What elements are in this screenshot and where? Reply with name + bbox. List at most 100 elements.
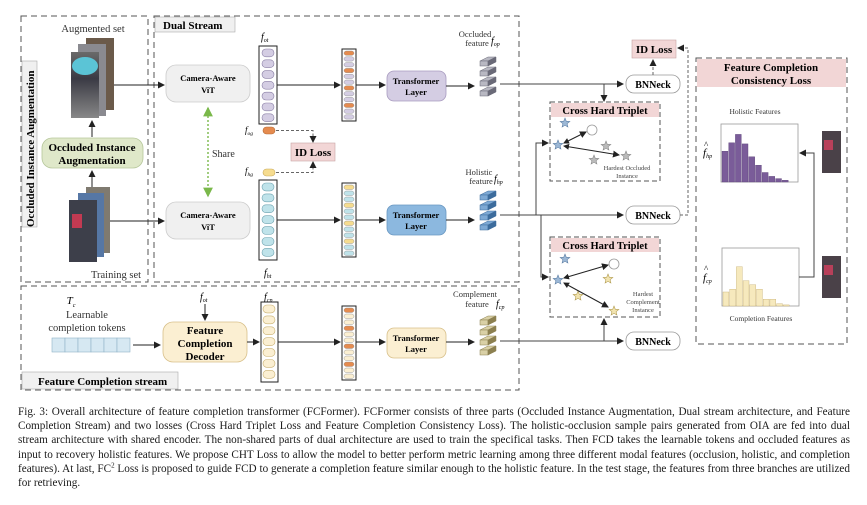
tc-label: Tc bbox=[67, 295, 76, 309]
feature-slab-front bbox=[479, 224, 489, 231]
feature-slab-front bbox=[479, 90, 489, 97]
cht-top-title: Cross Hard Triplet bbox=[562, 106, 648, 117]
fcd-line3: Decoder bbox=[185, 351, 224, 363]
vit-bottom-box bbox=[165, 201, 251, 240]
arrow-fhp-to-cht-top bbox=[535, 139, 549, 215]
token bbox=[343, 97, 355, 102]
token bbox=[261, 48, 275, 58]
bnneck-top-label: BNNeck bbox=[635, 80, 671, 91]
tokens-label-line1: Learnable bbox=[66, 310, 108, 321]
feature-slab-front bbox=[479, 70, 489, 77]
fc-stream-label-bg bbox=[21, 371, 179, 390]
share-label: Share bbox=[212, 149, 235, 160]
feature-slab-front bbox=[479, 204, 489, 211]
histogram-bar bbox=[736, 266, 743, 307]
completion-person-image bbox=[822, 256, 841, 298]
token bbox=[343, 226, 355, 232]
feature-slab-side bbox=[487, 220, 497, 231]
transformer-bottom-line1: Transformer bbox=[393, 210, 440, 220]
histogram-bar bbox=[748, 156, 755, 183]
arrow-completion-to-holistic bbox=[799, 149, 815, 278]
f-cp-label: fcp bbox=[264, 292, 272, 304]
feature-slab-side bbox=[487, 335, 497, 346]
occluded-feature-line1: Occluded bbox=[459, 29, 492, 39]
token bbox=[262, 337, 276, 346]
dual-stream-label: Dual Stream bbox=[163, 20, 222, 32]
token bbox=[261, 59, 275, 68]
star-point bbox=[559, 253, 571, 264]
token bbox=[262, 315, 276, 325]
holistic-person-image bbox=[822, 131, 841, 173]
dual-stream-frame bbox=[153, 15, 520, 283]
completion-mixed-tokens bbox=[343, 307, 355, 379]
triplet-arrow bbox=[563, 282, 609, 308]
dual-stream-label-bg bbox=[154, 16, 236, 33]
token bbox=[343, 343, 355, 349]
token bbox=[343, 307, 355, 313]
token bbox=[343, 190, 355, 196]
feature-slab-side bbox=[487, 66, 497, 77]
oia-vertical-label: Occluded Instance Augmentation bbox=[25, 71, 37, 227]
histogram-bar bbox=[763, 299, 770, 307]
token bbox=[343, 208, 355, 214]
histogram-bar bbox=[735, 134, 742, 183]
completion-token bbox=[116, 337, 131, 353]
cht-top-title-bg bbox=[551, 103, 659, 117]
f-cp-tokens bbox=[262, 304, 276, 379]
bnneck-bottom-box bbox=[625, 331, 681, 351]
feature-slab-front bbox=[479, 319, 489, 326]
feature-slab-side bbox=[487, 56, 497, 67]
token bbox=[343, 232, 355, 238]
cht-top-points bbox=[552, 117, 632, 165]
token bbox=[343, 367, 355, 373]
fcd-line1: Feature bbox=[187, 325, 224, 337]
feature-slab-front bbox=[479, 214, 489, 221]
token bbox=[343, 108, 355, 114]
bnneck-middle-label: BNNeck bbox=[635, 211, 671, 222]
feature-slab-side bbox=[487, 210, 497, 221]
f-ot-fc-label: fot bbox=[200, 292, 208, 304]
anchor-circle bbox=[586, 124, 598, 136]
histogram-bar bbox=[721, 150, 729, 183]
vit-top-line2: ViT bbox=[201, 85, 215, 95]
histogram-bar bbox=[783, 304, 790, 307]
arrow-bnneck-mid-to-idloss bbox=[677, 44, 689, 216]
token bbox=[262, 326, 276, 335]
histogram-bar bbox=[728, 142, 735, 183]
cht-bottom-title: Cross Hard Triplet bbox=[562, 241, 648, 252]
token bbox=[343, 202, 355, 208]
transformer-top-line1: Transformer bbox=[393, 76, 440, 86]
star-point bbox=[588, 154, 600, 165]
histogram-bar bbox=[775, 178, 782, 183]
transformer-bottom-line2: Layer bbox=[405, 221, 427, 231]
oia-box-line1: Occluded Instance bbox=[48, 142, 135, 154]
feature-slab-side bbox=[487, 76, 497, 87]
triplet-arrow bbox=[563, 263, 609, 280]
token bbox=[343, 68, 355, 73]
histogram-bar bbox=[756, 289, 763, 307]
arrow-fhg-to-idloss bbox=[276, 161, 317, 173]
token bbox=[261, 248, 275, 257]
feature-slab-front bbox=[479, 339, 489, 346]
cht-bottom-note-line2: Complement bbox=[626, 299, 660, 306]
transformer-fc-line1: Transformer bbox=[393, 333, 440, 343]
cht-top-note-line2: Instance bbox=[616, 173, 638, 180]
histogram-bar bbox=[762, 172, 769, 183]
f-cp-hat-label: fcp bbox=[703, 272, 712, 285]
holistic-feature-line1: Holistic bbox=[466, 167, 493, 177]
f-ot-label: fot bbox=[261, 32, 269, 44]
f-op-label: fop bbox=[491, 36, 500, 48]
completion-histogram bbox=[722, 266, 790, 307]
star-point bbox=[559, 117, 571, 128]
holistic-feature-line2: feature bbox=[469, 176, 493, 186]
f-hg-token bbox=[262, 168, 276, 177]
histogram-bar bbox=[768, 176, 776, 183]
token bbox=[343, 50, 355, 56]
token bbox=[262, 304, 276, 314]
fc2-title-bg bbox=[697, 59, 846, 87]
hat-cp: ^ bbox=[704, 264, 709, 274]
completion-token bbox=[51, 337, 66, 353]
f-hp-hat-label: fhp bbox=[703, 147, 712, 160]
star-point bbox=[620, 150, 632, 161]
caption-text-end: Loss is proposed to guide FCD to generat… bbox=[18, 462, 850, 490]
